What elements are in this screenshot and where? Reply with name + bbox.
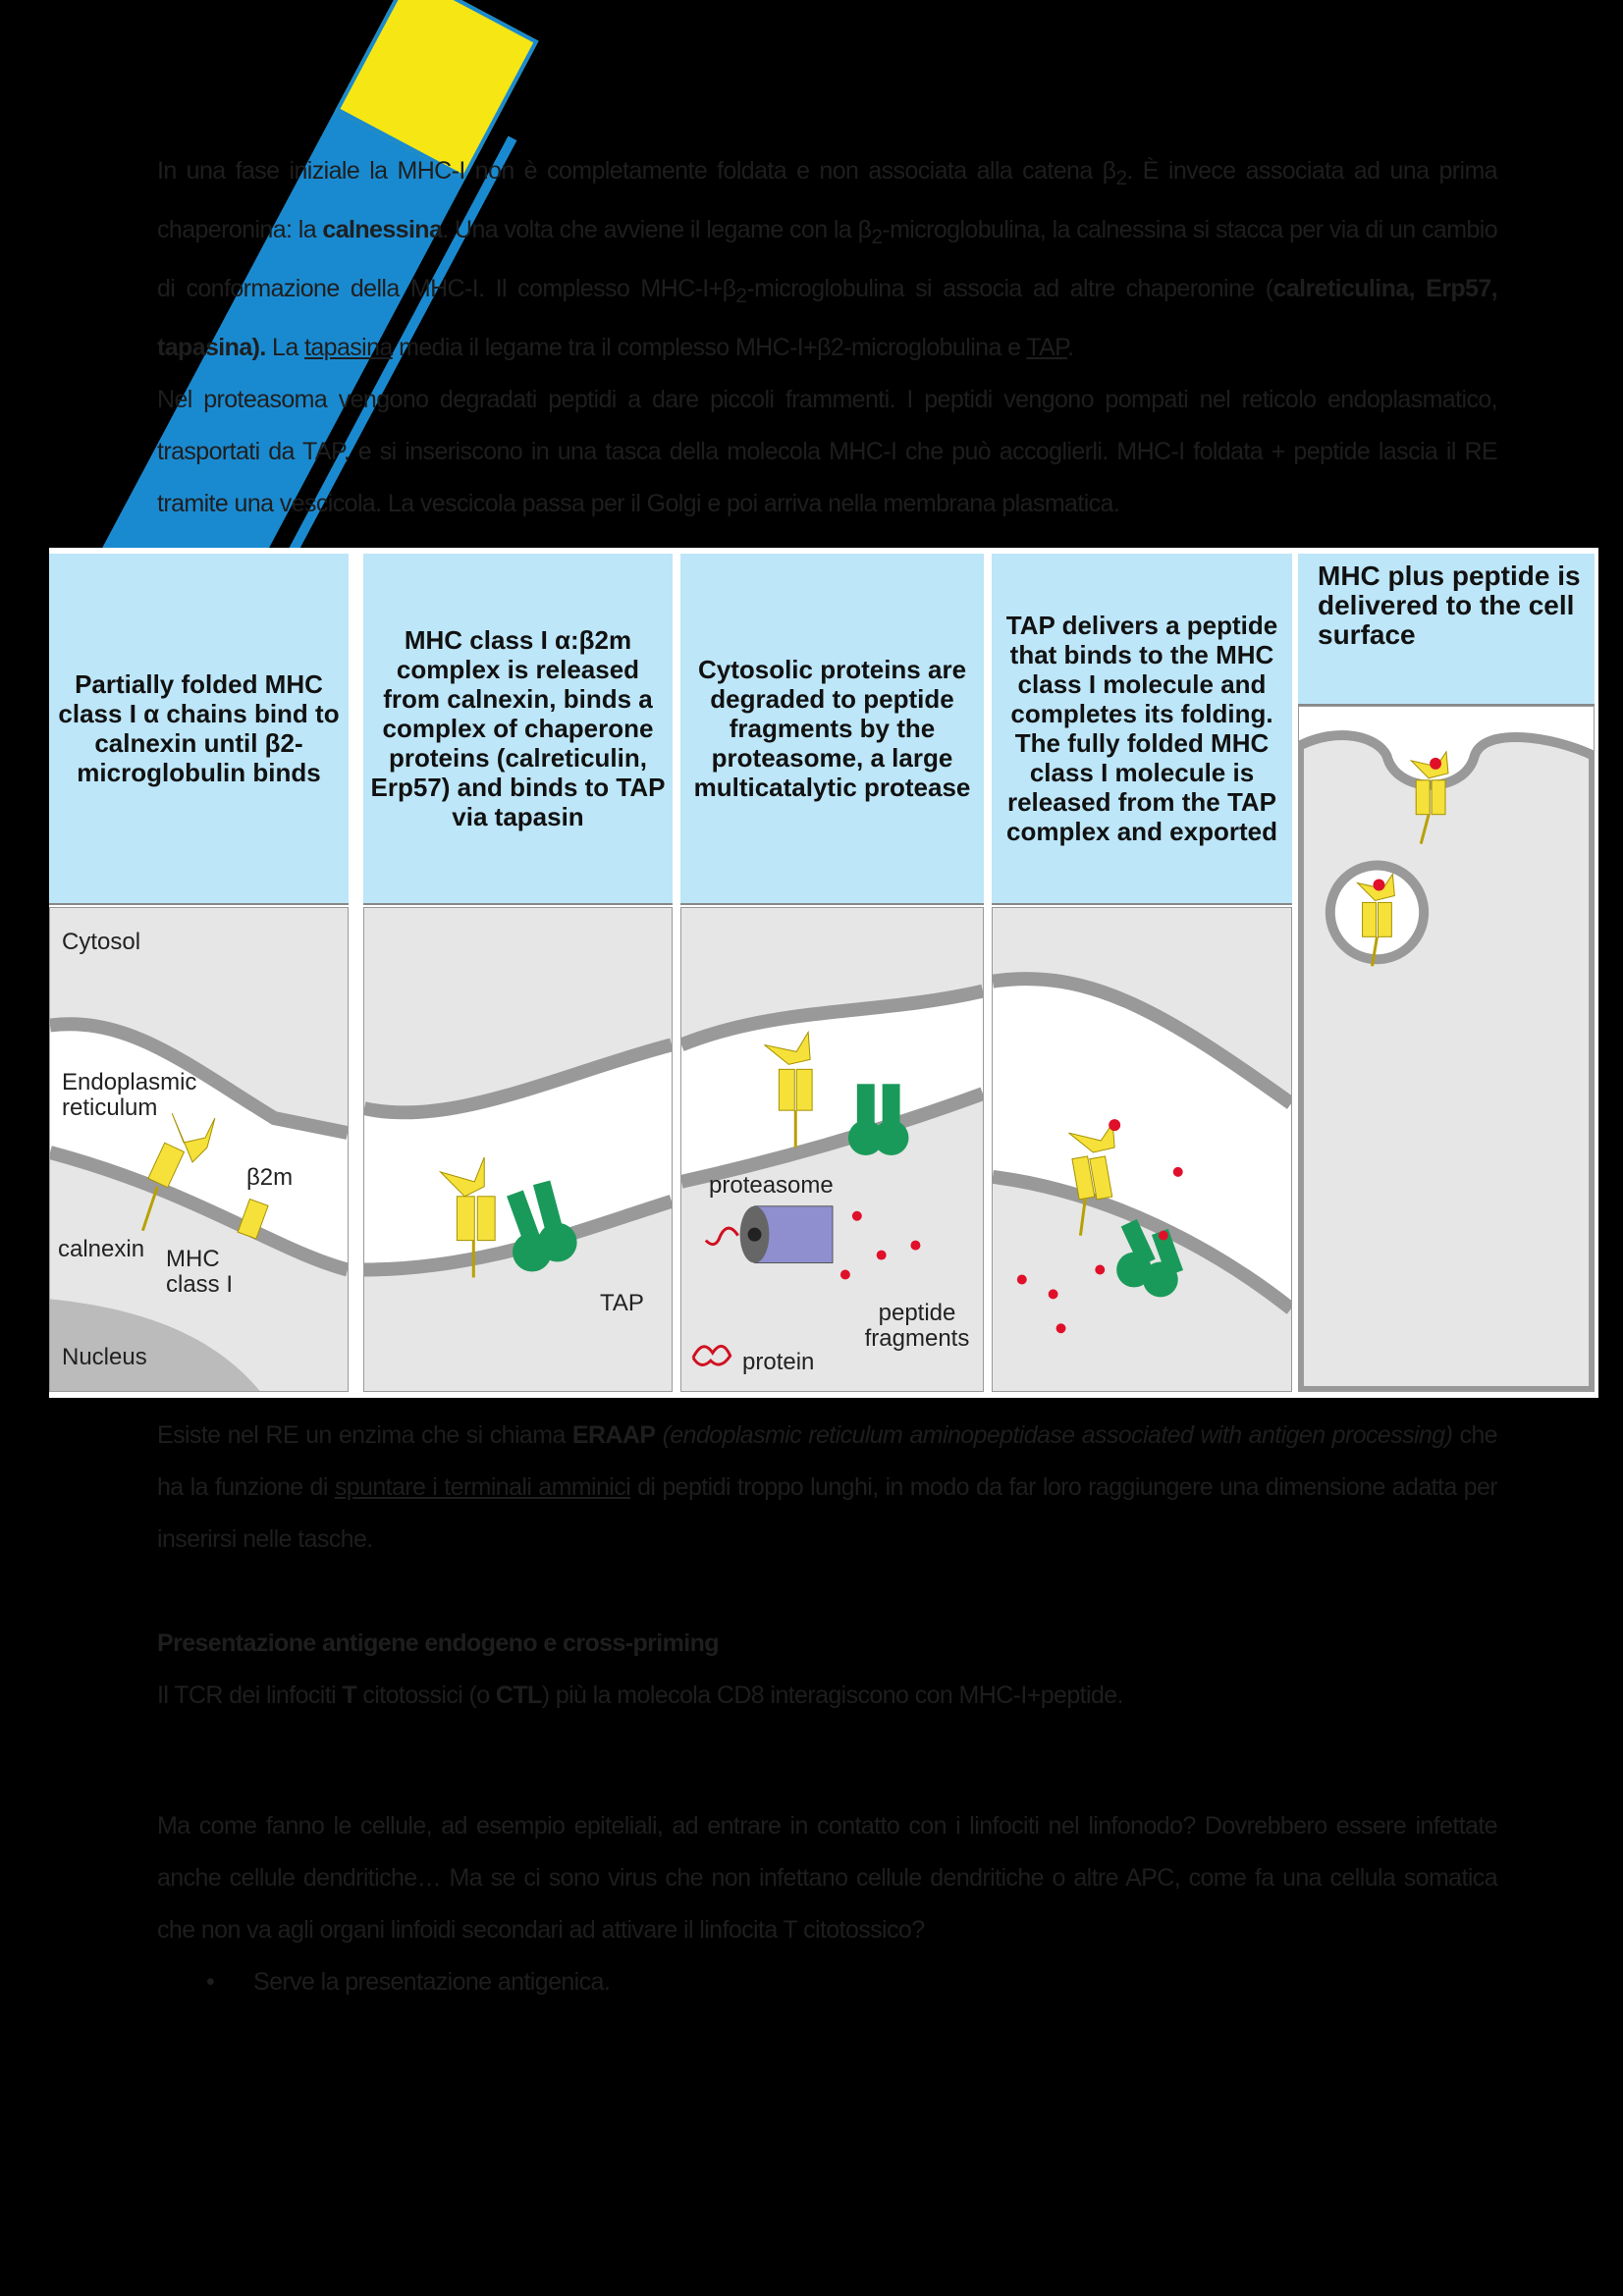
tap-transporter-icon — [847, 1084, 909, 1155]
tap-transporter-icon — [507, 1180, 577, 1272]
label-mhc: MHC class I — [166, 1246, 234, 1298]
bullet-marker: • — [206, 1968, 215, 1996]
mhc-molecule-icon — [1356, 873, 1395, 967]
panel-caption: MHC plus peptide is delivered to the cel… — [1298, 554, 1595, 706]
paragraph-question: Ma come fanno le cellule, ad esempio epi… — [157, 1812, 1498, 1944]
proteasome-icon — [739, 1205, 834, 1264]
panel-caption: Partially folded MHC class I α chains bi… — [49, 554, 349, 905]
b2m-icon — [237, 1198, 269, 1240]
section-cross-priming: Presentazione antigene endogeno e cross-… — [157, 1618, 1497, 1722]
paragraph-proteasome: Nel proteasoma vengono degradati peptidi… — [157, 386, 1498, 517]
mhc-molecule-icon — [1409, 750, 1449, 844]
figure-panel-4: TAP delivers a peptide that binds to the… — [992, 554, 1292, 1392]
figure-panel-2: MHC class I α:β2m complex is released fr… — [363, 554, 673, 1392]
mhc-molecule-icon — [764, 1030, 813, 1148]
mhc-molecule-icon — [140, 1112, 216, 1232]
mhc-molecule-icon — [438, 1156, 496, 1278]
figure-panel-1: Partially folded MHC class I α chains bi… — [49, 554, 349, 1392]
mhc-molecule-icon — [1068, 1121, 1115, 1236]
figure-panel-3: Cytosolic proteins are degraded to pepti… — [680, 554, 984, 1392]
label-er: Endoplasmic reticulum — [62, 1069, 197, 1121]
label-fragments: peptide fragments — [864, 1300, 970, 1352]
section-question: Ma come fanno le cellule, ad esempio epi… — [157, 1800, 1498, 2008]
peptide-dots — [839, 1210, 921, 1280]
protein-chain-icon — [704, 1226, 739, 1247]
label-calnexin: calnexin — [58, 1236, 145, 1262]
panel-caption: Cytosolic proteins are degraded to pepti… — [680, 554, 984, 905]
tap-transporter-icon — [1116, 1218, 1184, 1298]
label-nucleus: Nucleus — [62, 1344, 147, 1370]
paragraph-mhc-folding: In una fase iniziale la MHC-I non è comp… — [157, 145, 1498, 530]
figure-panel-5: MHC plus peptide is delivered to the cel… — [1298, 554, 1595, 1392]
paragraph-eraap: Esiste nel RE un enzima che si chiama ER… — [157, 1421, 1498, 1553]
label-proteasome: proteasome — [709, 1172, 834, 1199]
label-cytosol: Cytosol — [62, 929, 141, 955]
document-page: In una fase iniziale la MHC-I non è comp… — [49, 145, 1598, 2008]
mhc-pathway-figure: Partially folded MHC class I α chains bi… — [49, 548, 1598, 1398]
peptide-dots — [1016, 1119, 1183, 1334]
label-tap: TAP — [600, 1290, 644, 1316]
section-heading: Presentazione antigene endogeno e cross-… — [157, 1629, 720, 1657]
label-b2m: β2m — [246, 1164, 294, 1191]
bullet-item: • Serve la presentazione antigenica. — [157, 1956, 1497, 2008]
panel-caption: MHC class I α:β2m complex is released fr… — [363, 554, 673, 905]
panel-caption: TAP delivers a peptide that binds to the… — [992, 554, 1292, 905]
paragraph-tcr: Il TCR dei linfociti T citotossici (o CT… — [157, 1682, 1124, 1709]
bullet-text: Serve la presentazione antigenica. — [253, 1968, 611, 1996]
label-protein: protein — [742, 1349, 815, 1375]
